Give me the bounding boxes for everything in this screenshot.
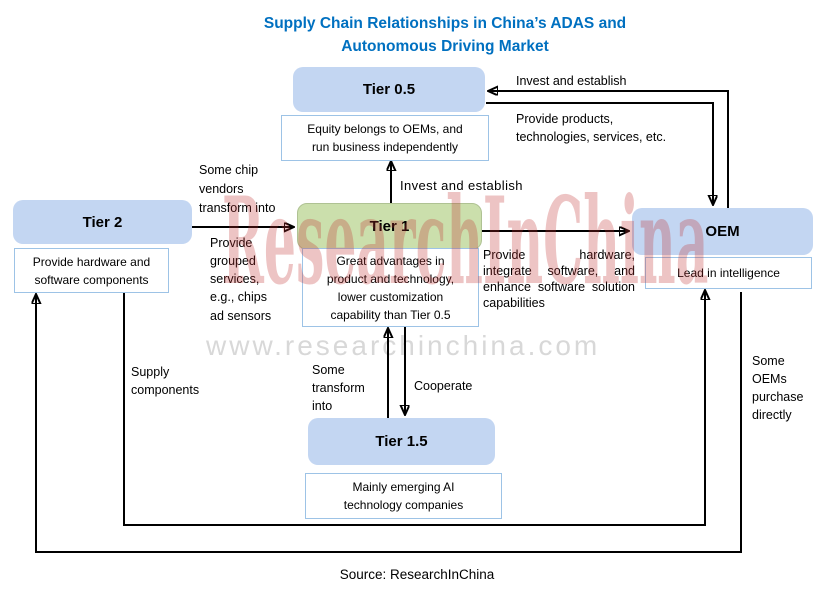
label-invest-and-establish-top: Invest and establish — [516, 74, 627, 88]
edge-tier2-to-oem-arrow — [123, 291, 705, 526]
node-tier-1: Tier 1 — [297, 203, 482, 250]
caption-tier-1: Great advantages in product and technolo… — [302, 248, 479, 327]
node-oem-label: OEM — [705, 223, 740, 240]
label-some-chip-vendors: Some chip vendors transform into — [199, 163, 276, 215]
label-supply-components: Supply components — [131, 365, 200, 398]
node-tier-0-5: Tier 0.5 — [293, 67, 485, 112]
label-provide-products: Provide products, technologies, services… — [516, 112, 667, 145]
node-tier-1-5-label: Tier 1.5 — [375, 433, 428, 450]
edge-oem-to-tier05-arrow — [489, 91, 729, 208]
diagram-title: Supply Chain Relationships in China’s AD… — [263, 15, 627, 56]
edge-tier05-to-oem-arrow — [486, 102, 713, 204]
label-provide-grouped-services: Provide grouped services, e.g., chips ad… — [210, 236, 272, 323]
label-some-transform-into: Some transform into — [312, 363, 365, 414]
label-invest-and-establish-mid: Invest and establish — [400, 178, 523, 193]
node-tier-2-label: Tier 2 — [82, 213, 123, 231]
node-tier-2: Tier 2 — [13, 200, 192, 244]
label-provide-hardware: Provide hardware, integrate software, an… — [483, 248, 635, 310]
caption-tier-2: Provide hardware and software components — [14, 248, 169, 293]
caption-oem: Lead in intelligence — [645, 257, 812, 289]
node-oem: OEM — [632, 208, 813, 255]
node-tier-1-5: Tier 1.5 — [308, 418, 495, 465]
edge-oem-to-tier2-arrow — [36, 292, 742, 553]
label-cooperate: Cooperate — [414, 379, 473, 393]
caption-tier-1-5: Mainly emerging AI technology companies — [305, 473, 502, 519]
source-credit: Source: ResearchInChina — [339, 567, 495, 582]
label-some-oems-purchase: Some OEMs purchase directly — [752, 354, 804, 423]
caption-tier-0-5: Equity belongs to OEMs, and run business… — [281, 115, 489, 161]
node-tier-1-label: Tier 1 — [369, 218, 410, 235]
node-tier-0-5-label: Tier 0.5 — [362, 81, 416, 98]
